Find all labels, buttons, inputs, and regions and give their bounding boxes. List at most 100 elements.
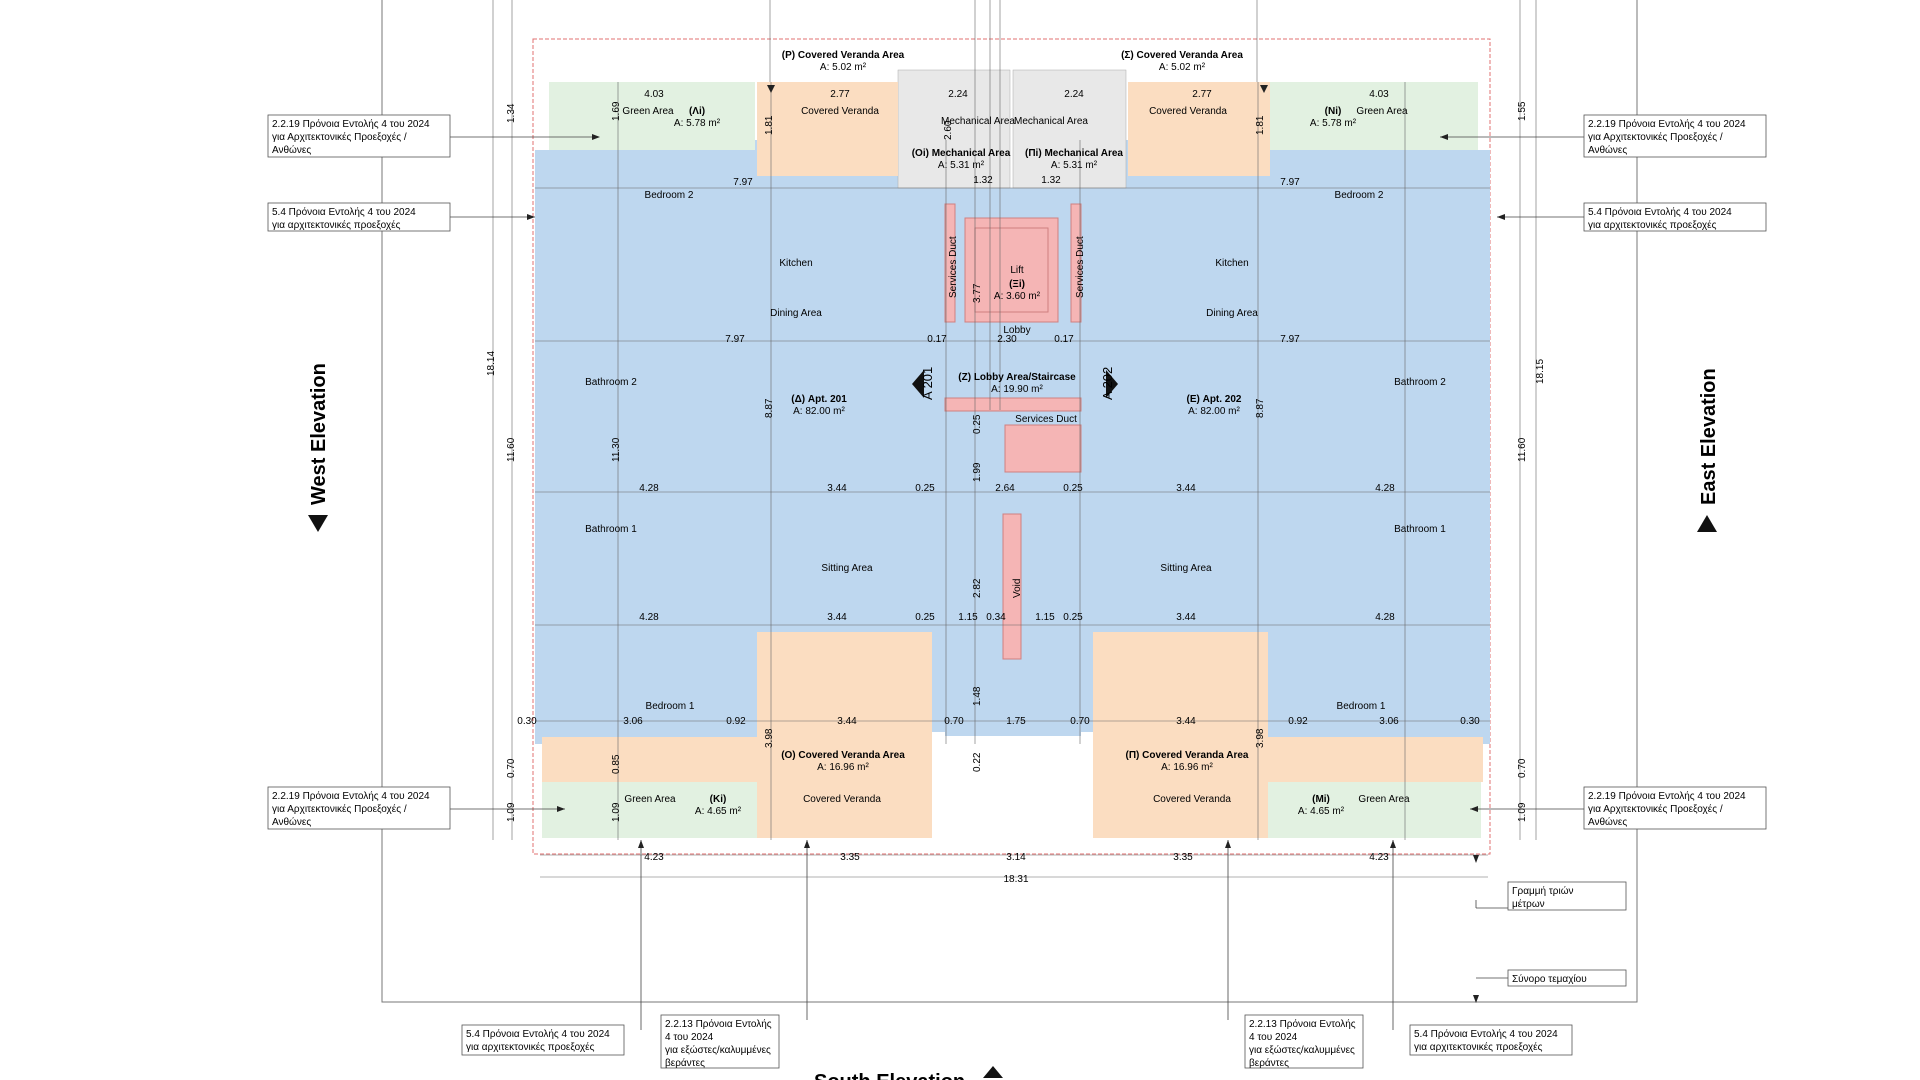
lobby-title: (Ζ) Lobby Area/Staircase (958, 372, 1076, 383)
core-elements (944, 203, 1082, 660)
dimension-label: 7.97 (1280, 177, 1300, 188)
dimension-label: 3.14 (1006, 852, 1026, 863)
dimension-label: 0.17 (1054, 334, 1074, 345)
dimension-label: 0.92 (1288, 716, 1308, 727)
room-label: Bathroom 1 (585, 524, 637, 535)
dimension-label: 0.25 (1063, 483, 1083, 494)
veranda-o-area: A: 16.96 m² (817, 762, 869, 773)
room-label: Mechanical Area (941, 116, 1015, 127)
void (1002, 513, 1022, 660)
note-text: για Αρχιτεκτονικές Προεξοχές / (1588, 803, 1723, 815)
note-text: για εξώστες/καλυμμένες (665, 1044, 771, 1056)
dimension-label: 1.48 (972, 686, 983, 706)
note-text: 2.2.13 Πρόνοια Εντολής (1249, 1018, 1356, 1030)
lift-title: (Ξi) (1009, 279, 1025, 290)
veranda-p-area: A: 5.02 m² (820, 62, 867, 73)
note-box (461, 1024, 625, 1056)
dimension-label: 3.44 (1176, 612, 1196, 623)
note-text: 2.2.19 Πρόνοια Εντολής 4 του 2024 (1588, 790, 1746, 802)
plot-boundary (381, 0, 1638, 1003)
room-label: Lift (1010, 265, 1024, 276)
green-ni-title: (Νi) (1325, 106, 1342, 117)
note-text: 2.2.13 Πρόνοια Εντολής (665, 1018, 772, 1030)
room-label: Covered Veranda (1149, 106, 1227, 117)
dimension-label: 3.44 (1176, 483, 1196, 494)
note-text: 4 του 2024 (665, 1032, 714, 1043)
verandas (542, 82, 1483, 838)
room-label: Services Duct (1015, 414, 1077, 425)
note-text: για Αρχιτεκτονικές Προεξοχές / (1588, 131, 1723, 143)
dimension-label: 2.77 (830, 89, 850, 100)
note-text: Γραμμή τριών (1512, 885, 1574, 897)
veranda-o-title: (Ο) Covered Veranda Area (781, 750, 905, 761)
dimension-label: 3.77 (972, 283, 983, 303)
note-text: 5.4 Πρόνοια Εντολής 4 του 2024 (1414, 1028, 1558, 1040)
green-li-title: (Λi) (689, 106, 705, 117)
apt-202-area: A: 82.00 m² (1188, 406, 1240, 417)
note-text: Ανθώνες (272, 144, 311, 156)
dimension-label: 1.32 (1041, 175, 1061, 186)
south-elevation-label: South Elevation (814, 1071, 965, 1080)
room-label: Dining Area (1206, 308, 1258, 319)
room-label: Kitchen (779, 258, 812, 269)
grid-lines (492, 0, 1537, 878)
green-li-area: A: 5.78 m² (674, 118, 721, 129)
dimension-label: 4.03 (644, 89, 664, 100)
mechanical-pi-title: (Πi) Mechanical Area (1025, 148, 1123, 159)
dimension-label: 2.82 (972, 578, 983, 598)
arrow-icon (1470, 806, 1478, 812)
room-label: Services Duct (1075, 236, 1086, 298)
dimension-label: 1.75 (1006, 716, 1026, 727)
dimension-label: 7.97 (725, 334, 745, 345)
dimension-labels: 4.03 2.77 2.24 2.24 2.77 4.03 1.34 1.55 … (486, 89, 1546, 885)
dimension-label: 3.35 (840, 852, 860, 863)
dimension-label: 4.23 (1369, 852, 1389, 863)
services-duct-left (944, 203, 956, 323)
room-label: Sitting Area (1160, 563, 1212, 574)
room-label: Covered Veranda (801, 106, 879, 117)
dimension-label: 2.30 (997, 334, 1017, 345)
arrow-icon (1440, 134, 1448, 140)
note-text: για Αρχιτεκτονικές Προεξοχές / (272, 803, 407, 815)
green-ki-area: A: 4.65 m² (695, 806, 742, 817)
note-text: Σύνορο τεμαχίου (1512, 973, 1587, 985)
dimension-label: 0.22 (972, 752, 983, 772)
arrow-icon (1390, 840, 1396, 848)
note-text: 5.4 Πρόνοια Εντολής 4 του 2024 (272, 206, 416, 218)
note-text: για εξώστες/καλυμμένες (1249, 1044, 1355, 1056)
lobby-strip (944, 397, 1082, 412)
dimension-label: 2.24 (948, 89, 968, 100)
room-label: Covered Veranda (803, 794, 881, 805)
note-text: 2.2.19 Πρόνοια Εντολής 4 του 2024 (272, 790, 430, 802)
veranda-pi-area: A: 16.96 m² (1161, 762, 1213, 773)
room-label: Bedroom 1 (1337, 701, 1386, 712)
veranda-o (542, 737, 932, 782)
mechanical-oi-area: A: 5.31 m² (938, 160, 985, 171)
dimension-label: 3.44 (827, 483, 847, 494)
note-box (267, 202, 451, 232)
green-ki-title: (Κi) (710, 794, 727, 805)
note-text: μέτρων (1512, 898, 1545, 910)
green-mi-title: (Μi) (1312, 794, 1330, 805)
dimension-label: 7.97 (733, 177, 753, 188)
room-label: Services Duct (948, 236, 959, 298)
room-label: Kitchen (1215, 258, 1248, 269)
arrowheads (527, 85, 1505, 1003)
west-elevation-label: West Elevation (308, 363, 330, 505)
section-mark-a202: A 202 (1100, 367, 1115, 400)
dimension-label: 3.98 (764, 728, 775, 748)
veranda-pi-title: (Π) Covered Veranda Area (1125, 750, 1248, 761)
mechanical-area-pi (1012, 69, 1127, 189)
green-area-mi (1263, 782, 1481, 838)
arrow-icon (1497, 214, 1505, 220)
note-text: για Αρχιτεκτονικές Προεξοχές / (272, 131, 407, 143)
note-text: 4 του 2024 (1249, 1032, 1298, 1043)
dimension-label: 0.70 (944, 716, 964, 727)
lift-area: A: 3.60 m² (994, 291, 1041, 302)
room-label: Dining Area (770, 308, 822, 319)
dimension-label: 3.06 (623, 716, 643, 727)
dimension-label: 18.15 (1535, 359, 1546, 384)
note-texts: 2.2.19 Πρόνοια Εντολής 4 του 2024 για Αρ… (272, 118, 1746, 1069)
dimension-label: 0.70 (506, 758, 517, 778)
